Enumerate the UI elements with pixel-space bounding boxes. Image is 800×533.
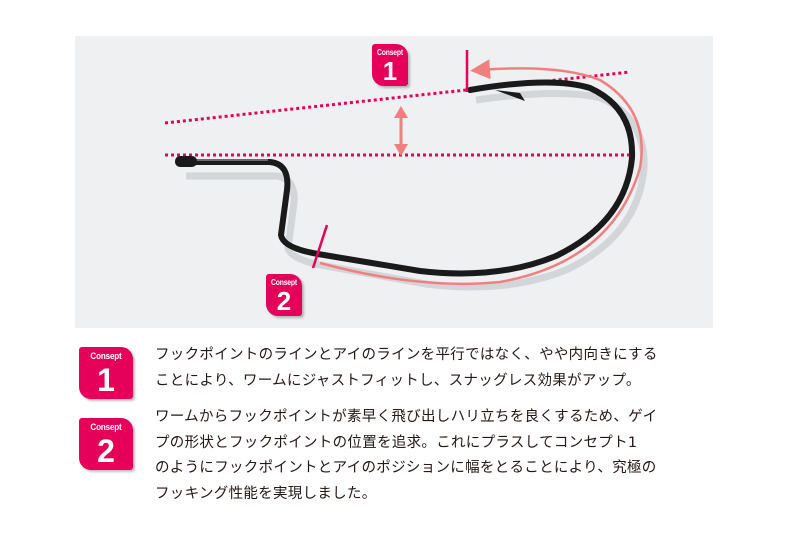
concept-2-badge-diagram: Consept 2 (266, 274, 302, 316)
concept-2-description: ワームからフックポイントが素早く飛び出しハリ立ちを良くするため、ゲイ プの形状と… (155, 405, 657, 507)
hook-eye (175, 156, 197, 167)
badge-number: 2 (97, 433, 115, 469)
gap-tick (311, 224, 329, 269)
text-line: ことにより、ワームにジャストフィットし、スナッグレス効果がアップ。 (155, 372, 641, 389)
text-line: のようにフックポイントとアイのポジションに幅をとることにより、究極の (155, 460, 657, 476)
badge-number: 2 (276, 286, 292, 316)
text-line: フックポイントのラインとアイのラインを平行ではなく、やや内向きにする (155, 347, 658, 363)
gap-double-arrow (394, 106, 408, 156)
text-line: フッキング性能を実現しました。 (155, 485, 377, 502)
badge-label: Consept (90, 351, 122, 362)
concept-1-description: フックポイントのラインとアイのラインを平行ではなく、やや内向きにする ことにより… (155, 343, 658, 394)
concept-2-badge: Consept 2 (79, 418, 133, 470)
concept-1-badge: Consept 1 (79, 347, 133, 399)
badge-number: 1 (382, 56, 398, 86)
hook-shank (177, 79, 636, 277)
badge-label: Consept (376, 48, 404, 57)
concept-1-badge-diagram: Consept 1 (372, 44, 408, 86)
hook-barb (495, 90, 525, 101)
text-line: プの形状とフックポイントの位置を追求。これにプラスしてコンセプト1 (155, 434, 638, 451)
badge-label: Consept (270, 278, 298, 287)
text-line: ワームからフックポイントが素早く飛び出しハリ立ちを良くするため、ゲイ (155, 409, 658, 425)
gap-length-arrow (319, 59, 643, 286)
badge-number: 1 (97, 362, 115, 398)
badge-label: Consept (90, 422, 122, 433)
